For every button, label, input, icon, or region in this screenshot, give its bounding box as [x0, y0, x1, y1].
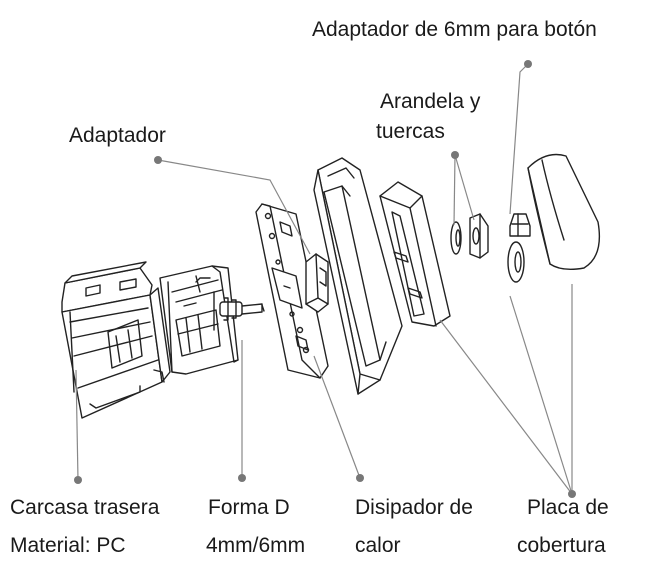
dshape-label-line2: 4mm/6mm: [206, 534, 306, 557]
cover-label-line2: cobertura: [517, 534, 606, 557]
heatsink-label-line1: Disipador de: [355, 496, 473, 519]
button-adapter-label: Adaptador de 6mm para botón: [312, 18, 597, 41]
washer-label-line2: tuercas: [376, 120, 445, 143]
cover-label-line1: Placa de: [527, 496, 609, 519]
dimmer-mechanism-part: [159, 265, 265, 375]
housing-label-line2: Material: PC: [10, 534, 126, 557]
knob-part: [527, 153, 601, 271]
mounting-plate-part: [255, 203, 329, 379]
heatsink-dot: [356, 474, 364, 482]
cover-frame-part: [379, 181, 451, 327]
adapter-part: [305, 253, 329, 313]
dshape-label-line1: Forma D: [208, 496, 290, 519]
housing-dot: [74, 476, 82, 484]
leader-dots: [74, 60, 576, 498]
heatsink-label-line2: calor: [355, 534, 401, 557]
housing-label-line1: Carcasa trasera: [10, 496, 160, 519]
washer-and-nuts-part: [450, 213, 489, 259]
heat-sink-part: [313, 157, 403, 395]
dshape-dot: [238, 474, 246, 482]
adapter-dot: [154, 156, 162, 164]
washer-dot: [451, 151, 459, 159]
washer-label-line1: Arandela y: [380, 90, 481, 113]
button-adapter-part: [507, 213, 531, 283]
button-adapter-dot: [524, 60, 532, 68]
adapter-label: Adaptador: [69, 124, 166, 147]
back-housing-part: [61, 261, 171, 419]
cover-dot: [568, 490, 576, 498]
